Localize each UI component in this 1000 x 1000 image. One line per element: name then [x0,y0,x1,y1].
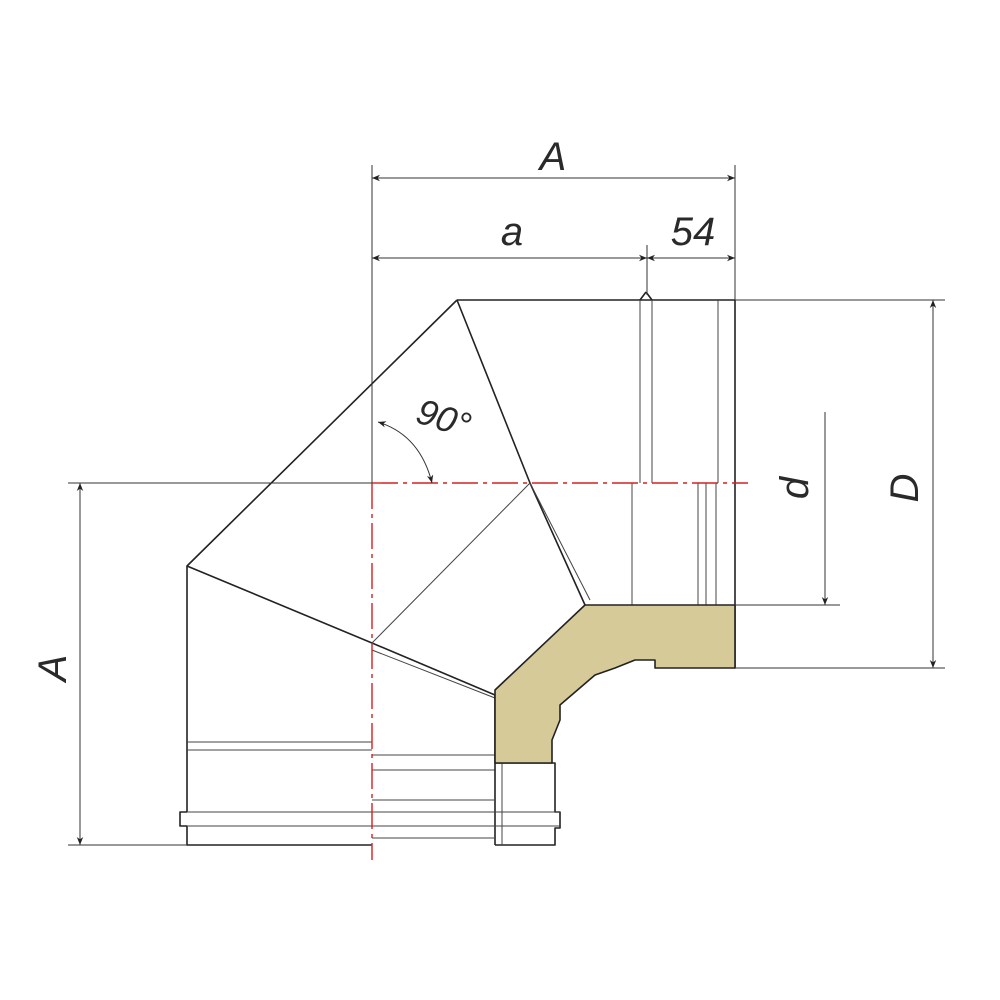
extension-lines [68,165,945,846]
label-top-inner: a [501,210,523,254]
angle-arc [377,421,434,484]
outer-diagonal-edge [186,299,458,812]
miter-seam-upper [456,299,586,606]
label-top-socket: 54 [671,210,716,254]
outer-casing [179,291,736,846]
label-inner-diameter: d [773,475,817,499]
label-left-overall: A [31,655,75,684]
label-angle: 90° [412,390,476,446]
insulation-layer [494,604,736,764]
centerlines [371,482,748,860]
dimension-lines [76,174,937,845]
label-outer-diameter: D [883,474,927,503]
bottom-flange [179,811,372,846]
label-top-overall: A [538,135,567,179]
miter-seam-lower [186,565,496,696]
